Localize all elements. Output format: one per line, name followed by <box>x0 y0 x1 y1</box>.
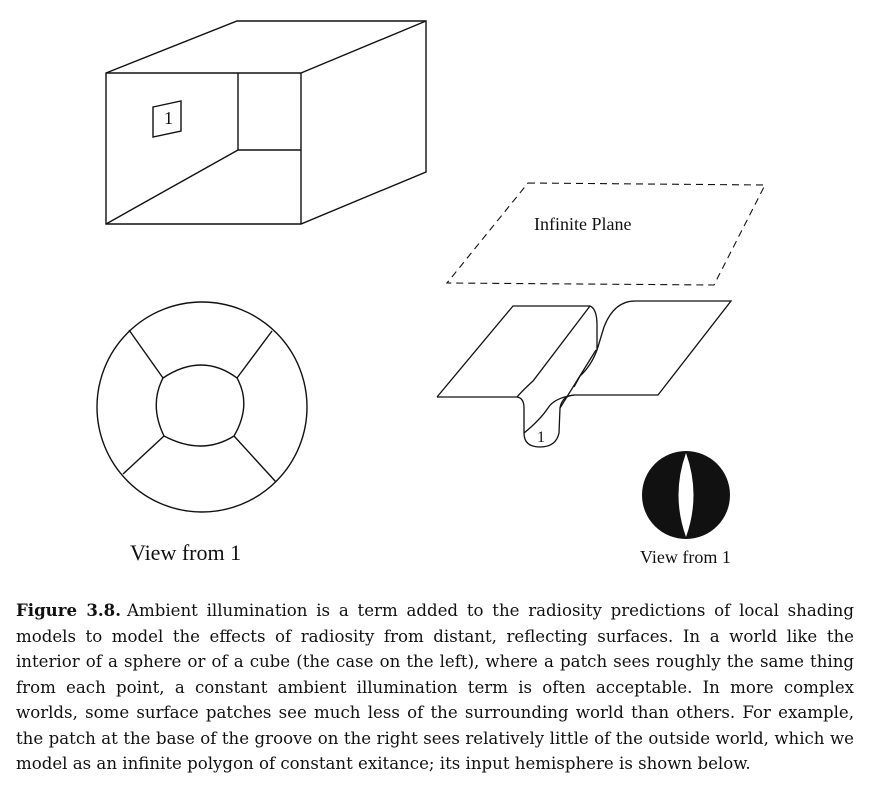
figure-3-8: 1 View from 1 Infinite Plane 1 View from… <box>96 20 766 567</box>
patch-1-square <box>152 100 182 138</box>
groove-view-hemisphere <box>642 451 730 539</box>
cube-drawing <box>105 20 427 225</box>
infinite-plane-label: Infinite Plane <box>534 214 631 234</box>
left-patch-label: 1 <box>164 108 173 128</box>
groove-patch-label: 1 <box>537 429 545 446</box>
left-view-label: View from 1 <box>130 540 241 565</box>
caption-text: Ambient illumination is a term added to … <box>16 601 854 773</box>
infinite-plane <box>445 182 766 286</box>
figure-caption: Figure 3.8.Ambient illumination is a ter… <box>16 598 854 777</box>
cube-view-hemisphere <box>96 301 308 513</box>
right-view-label: View from 1 <box>640 547 731 567</box>
groove-surface <box>436 300 733 448</box>
figure-label: Figure 3.8. <box>16 600 121 620</box>
